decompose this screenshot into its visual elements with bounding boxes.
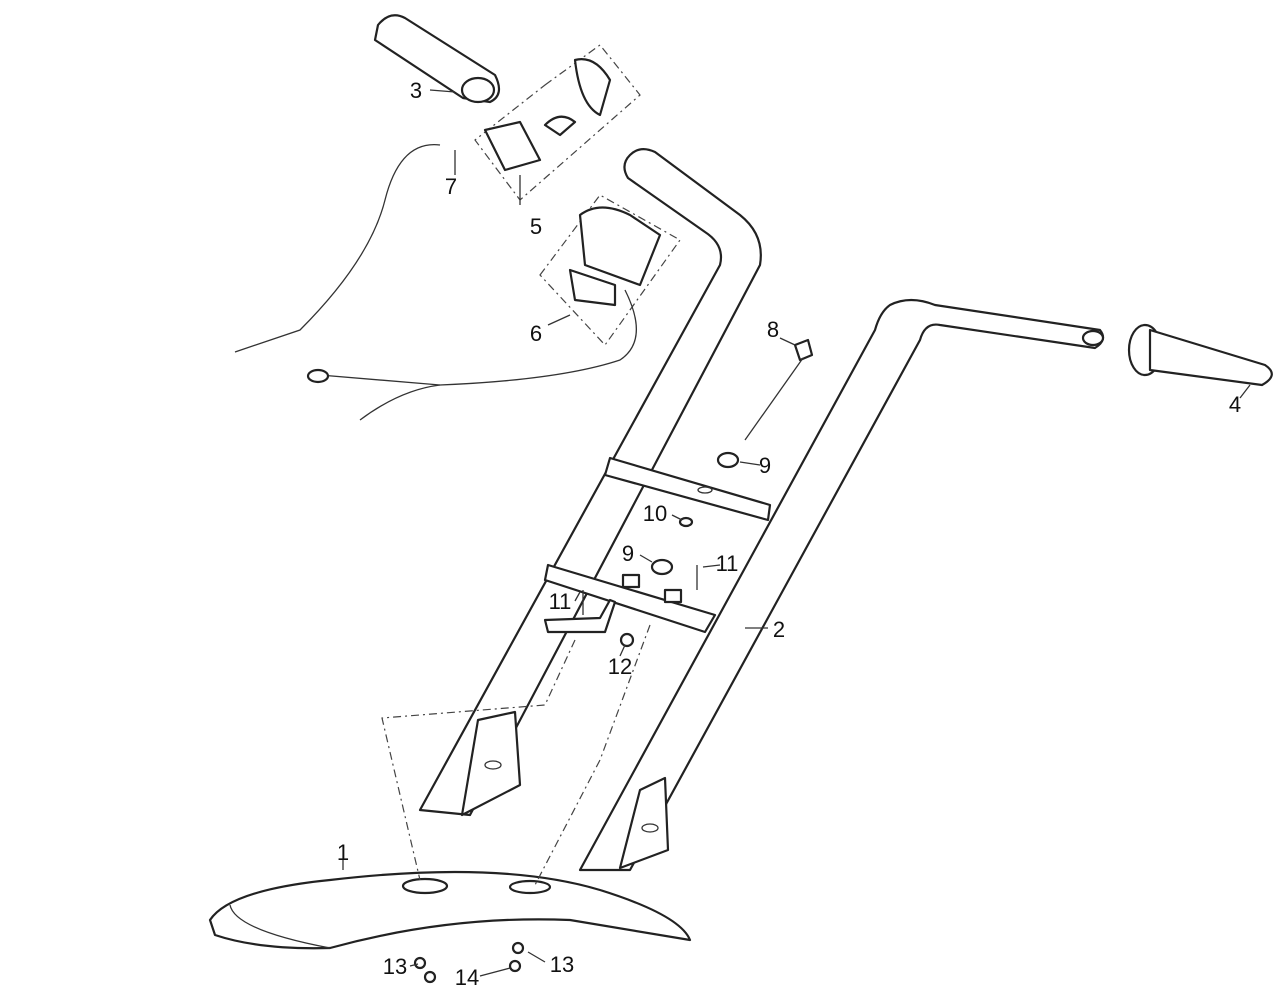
switch-housing <box>578 206 662 287</box>
callout-14: 14 <box>455 965 479 990</box>
right-fender-mount <box>618 776 670 870</box>
callout-13: 13 <box>383 954 407 979</box>
right-grip <box>1127 323 1273 387</box>
left-fender-mount <box>460 710 522 817</box>
callout-10: 10 <box>643 501 667 526</box>
handlebar-end <box>1081 329 1105 347</box>
callout-5: 5 <box>530 214 542 239</box>
handlebar-right-tube <box>578 298 1105 872</box>
callout-2: 2 <box>773 617 785 642</box>
callout-13: 13 <box>550 952 574 977</box>
callout-9: 9 <box>759 453 771 478</box>
callout-1: 1 <box>337 840 349 865</box>
washer <box>716 451 740 469</box>
bolt <box>793 338 814 362</box>
switch-wire <box>319 289 637 386</box>
upper-cross-plate <box>603 456 772 522</box>
callout-8: 8 <box>767 317 779 342</box>
cable-bracket <box>543 598 617 634</box>
callout-12: 12 <box>608 654 632 679</box>
callout-11: 11 <box>716 551 739 576</box>
throttle-housing <box>483 120 542 172</box>
callout-6: 6 <box>530 321 542 346</box>
callout-7: 7 <box>445 174 457 199</box>
callout-9: 9 <box>622 541 634 566</box>
callout-11: 11 <box>549 589 572 614</box>
throttle-cable <box>234 144 441 353</box>
handlebar-left-tube <box>418 148 762 817</box>
callout-3: 3 <box>410 78 422 103</box>
left-grip <box>373 14 501 104</box>
lower-cross-plate <box>543 563 717 634</box>
callout-4: 4 <box>1229 392 1241 417</box>
